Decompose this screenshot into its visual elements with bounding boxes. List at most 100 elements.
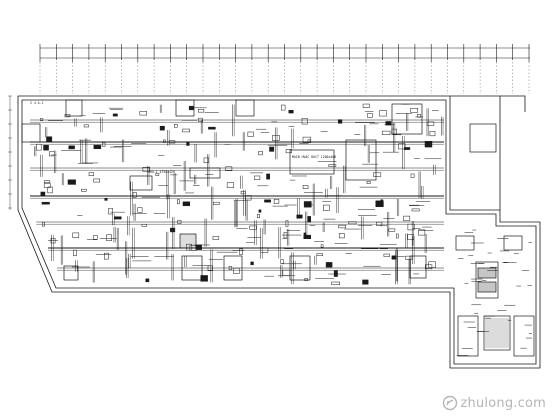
duct-terminal	[44, 180, 51, 183]
duct-terminal	[188, 105, 194, 111]
duct-terminal	[247, 131, 254, 137]
duct-terminal	[323, 204, 330, 211]
duct-terminal	[407, 234, 414, 240]
duct-terminal	[43, 144, 49, 151]
duct-terminal	[303, 201, 312, 208]
column-grid-top	[39, 44, 530, 94]
duct-terminal	[256, 214, 260, 218]
duct-terminal	[108, 208, 113, 215]
duct-terminal	[254, 175, 261, 180]
duct-terminal	[288, 109, 294, 114]
duct-terminal	[282, 269, 291, 276]
duct-terminal	[348, 221, 357, 225]
duct-terminal	[425, 264, 433, 270]
duct-terminal	[264, 199, 271, 203]
duct-terminal	[338, 224, 347, 229]
duct-terminal	[273, 199, 280, 204]
duct-terminal	[283, 232, 288, 239]
duct-terminal	[50, 237, 56, 244]
duct-terminal	[396, 233, 399, 239]
duct-terminal	[68, 145, 75, 150]
duct-terminal	[285, 220, 289, 227]
duct-terminal	[429, 131, 436, 137]
duct-terminal	[174, 124, 178, 128]
duct-terminal	[381, 130, 391, 135]
duct-terminal	[418, 229, 426, 236]
duct-terminal	[141, 224, 147, 227]
label-main-duct: MAIN HVAC DUCT 1200x400	[292, 155, 336, 159]
duct-terminal	[186, 141, 190, 146]
duct-terminal	[104, 198, 108, 201]
duct-terminal	[249, 225, 257, 230]
watermark-text: zhulong.com	[460, 395, 546, 411]
duct-terminal	[424, 141, 433, 148]
duct-terminal	[307, 216, 311, 223]
duct-terminal	[250, 261, 254, 266]
duct-terminal	[303, 232, 307, 237]
duct-terminal	[168, 140, 176, 144]
duct-terminal	[316, 253, 324, 256]
duct-terminal	[145, 278, 150, 283]
duct-terminal	[376, 221, 383, 226]
duct-terminal	[139, 111, 147, 116]
duct-terminal	[228, 266, 233, 270]
duct-terminal	[366, 181, 371, 184]
duct-terminal	[198, 117, 203, 122]
duct-terminal	[93, 235, 98, 240]
duct-terminal	[40, 191, 46, 196]
duct-terminal	[302, 136, 312, 143]
duct-terminal	[388, 228, 396, 232]
duct-terminal	[48, 151, 55, 157]
duct-terminal	[200, 275, 208, 282]
duct-terminal	[182, 128, 190, 133]
label-ahu: AHU-1 4750x420	[148, 170, 175, 174]
duct-terminal	[304, 278, 309, 281]
building-outline	[17, 95, 541, 369]
duct-terminal	[208, 126, 216, 130]
duct-terminal	[280, 259, 284, 264]
duct-terminal	[362, 103, 370, 108]
duct-terminal	[411, 208, 420, 212]
duct-terminal	[337, 119, 343, 124]
duct-terminal	[240, 191, 246, 195]
duct-terminal	[43, 183, 51, 189]
duct-terminal	[307, 139, 311, 143]
label-top-left: 2 4 A-1	[30, 101, 44, 105]
duct-terminal	[106, 234, 112, 241]
duct-terminal	[325, 262, 333, 268]
duct-terminal	[186, 243, 193, 251]
duct-terminal	[266, 173, 270, 180]
duct-terminal	[410, 173, 415, 178]
duct-terminal	[83, 124, 89, 128]
duct-terminal	[93, 178, 100, 183]
duct-terminal	[333, 270, 338, 277]
duct-terminal	[407, 223, 415, 231]
duct-terminal	[285, 149, 292, 154]
duct-terminal	[281, 104, 286, 111]
duct-terminal	[213, 201, 220, 205]
duct-terminal	[203, 157, 209, 164]
duct-terminal	[226, 182, 235, 188]
watermark: zhulong.com	[442, 392, 546, 414]
duct-terminal	[405, 255, 413, 260]
duct-terminal	[112, 113, 118, 117]
duct-terminal	[403, 215, 411, 222]
duct-terminal	[40, 118, 44, 121]
duct-terminal	[225, 166, 233, 171]
duct-terminal	[212, 236, 220, 240]
duct-terminal	[177, 199, 180, 205]
duct-terminal	[367, 113, 373, 118]
duct-terminal	[302, 185, 309, 189]
duct-terminal	[46, 136, 53, 142]
duct-terminal	[182, 201, 191, 207]
duct-terminal	[81, 188, 87, 192]
duct-terminal	[338, 233, 345, 239]
duct-terminal	[233, 267, 240, 274]
duct-terminal	[93, 144, 102, 150]
duct-terminal	[163, 139, 166, 143]
duct-terminal	[398, 143, 406, 150]
duct-terminal	[373, 172, 382, 177]
duct-terminal	[36, 143, 42, 151]
duct-terminal	[385, 121, 392, 126]
